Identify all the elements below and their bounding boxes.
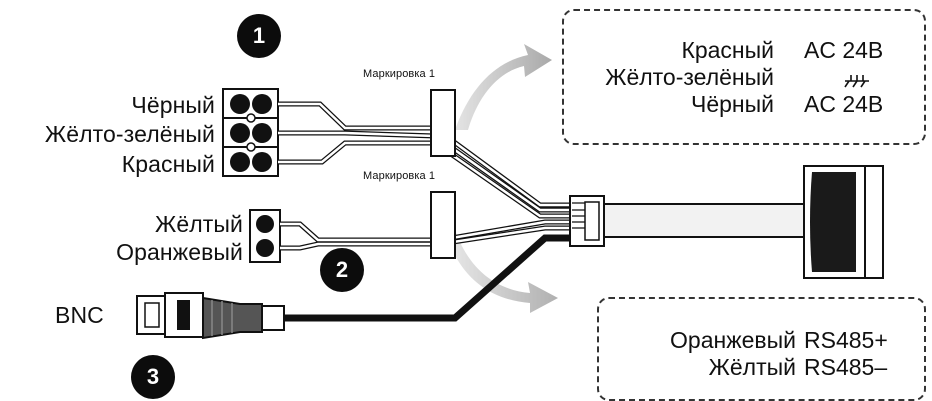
label-bnc: BNC <box>55 302 104 328</box>
marking-sleeve <box>430 191 456 259</box>
cable-ferrule <box>569 195 605 247</box>
power-wires <box>278 101 570 219</box>
power-row-signal: AC 24В <box>804 91 884 117</box>
rs485-row-color: Жёлтый <box>708 354 796 380</box>
label-yellow-green: Жёлто-зелёный <box>44 121 215 147</box>
ground-icon <box>844 75 869 88</box>
rs485-row-color: Оранжевый <box>670 327 796 353</box>
terminal-block-icon <box>222 88 279 177</box>
rs485-box: Оранжевый RS485+ Жёлтый RS485– <box>597 297 926 401</box>
power-row-color: Жёлто-зелёный <box>605 64 774 90</box>
label-yellow: Жёлтый <box>155 211 243 237</box>
marking-label: Маркировка 1 <box>363 170 436 182</box>
power-box: Красный AC 24В Жёлто-зелёный Чёрный AC 2… <box>562 9 926 145</box>
bnc-connector-icon <box>136 292 285 340</box>
curved-arrow-icon <box>448 230 558 313</box>
main-cable <box>603 203 805 238</box>
step-badge-1: 1 <box>237 14 281 58</box>
label-orange: Оранжевый <box>116 239 243 265</box>
bnc-cable <box>285 234 570 322</box>
power-row-signal: AC 24В <box>804 37 884 63</box>
step-badge-3: 3 <box>131 355 175 399</box>
step-badge-2: 2 <box>320 248 364 292</box>
label-black: Чёрный <box>131 92 215 118</box>
power-row-color: Красный <box>681 37 774 63</box>
curved-arrow-icon <box>455 44 552 130</box>
rs485-wires <box>280 219 570 251</box>
marking-label: Маркировка 1 <box>363 68 436 80</box>
rs485-row-signal: RS485+ <box>804 327 888 353</box>
rs485-row-signal: RS485– <box>804 354 888 380</box>
terminal-block-icon <box>249 209 281 263</box>
camera-lens-icon <box>803 165 884 279</box>
power-row-color: Чёрный <box>691 91 774 117</box>
label-red: Красный <box>121 151 215 177</box>
marking-sleeve <box>430 89 456 157</box>
